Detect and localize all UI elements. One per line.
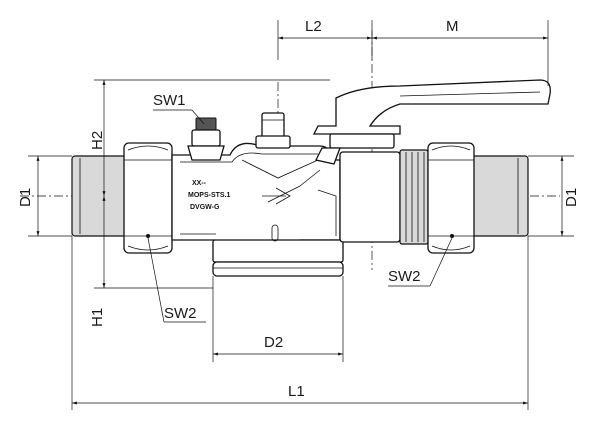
label-h1: H1: [89, 308, 106, 327]
dimension-l1: L1: [71, 236, 529, 410]
label-l1: L1: [288, 383, 305, 400]
label-sw2-right: SW2: [388, 268, 421, 285]
left-union-nut: [123, 142, 190, 254]
label-l2: L2: [305, 18, 322, 35]
dimension-l2: L2: [277, 18, 373, 60]
dimension-d1-right: D1: [528, 155, 580, 237]
body-marking-line2: MOPS-STS.1: [188, 192, 231, 199]
left-pipe-stub: [71, 155, 129, 237]
right-tailpiece: [339, 149, 429, 245]
bottom-port: [212, 224, 344, 277]
callout-sw2-right: SW2: [388, 237, 453, 287]
dimension-h2: H2: [89, 79, 330, 196]
dimension-h1: H1: [89, 196, 213, 327]
body-marking: XX-- MOPS-STS.1 DVGW-G: [188, 180, 231, 211]
body-marking-line1: XX--: [192, 180, 207, 187]
callout-sw2-left: SW2: [147, 237, 206, 323]
label-d2: D2: [264, 334, 283, 351]
sw1-fitting: [187, 117, 225, 161]
right-union-nut: [427, 142, 475, 254]
label-d1-right: D1: [563, 188, 580, 207]
label-sw2-left: SW2: [164, 305, 197, 322]
label-d1-left: D1: [17, 188, 34, 207]
label-h2: H2: [89, 131, 106, 150]
callout-sw1: SW1: [153, 92, 205, 125]
label-m: M: [446, 18, 459, 35]
top-stem: [255, 112, 291, 149]
right-pipe-stub: [469, 155, 529, 237]
label-sw1: SW1: [153, 92, 186, 109]
dimension-m: M: [372, 18, 549, 86]
dimension-d2: D2: [212, 276, 344, 362]
valve-body: [171, 142, 341, 253]
lever-handle: [312, 79, 551, 165]
body-marking-line3: DVGW-G: [190, 204, 220, 211]
dimension-d1-left: D1: [17, 155, 72, 237]
